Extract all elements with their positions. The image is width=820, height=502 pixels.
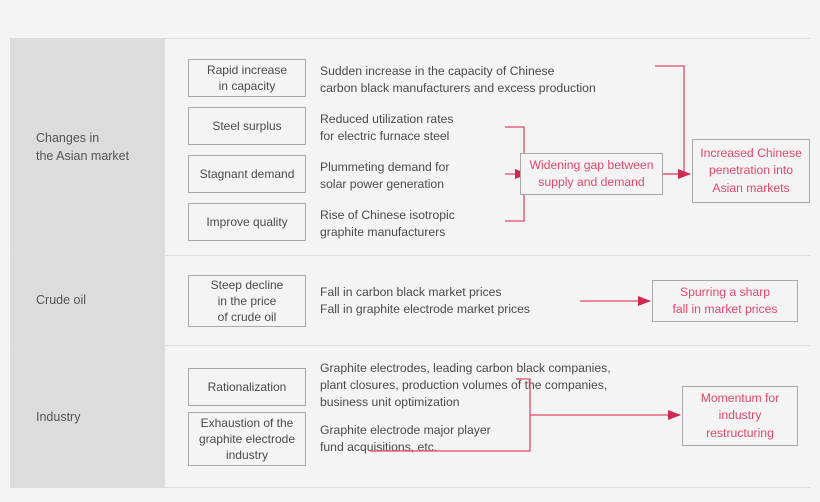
- outcome-box-widening-gap[interactable]: Widening gap between supply and demand: [520, 153, 663, 195]
- factor-box-improve-quality[interactable]: Improve quality: [188, 203, 306, 241]
- factor-box-steel-surplus[interactable]: Steel surplus: [188, 107, 306, 145]
- description-chinese-carbon-black-capacity: Sudden increase in the capacity of Chine…: [320, 64, 596, 95]
- factor-box-stagnant-demand[interactable]: Stagnant demand: [188, 155, 306, 193]
- category-label-crude-oil: Crude oil: [36, 293, 87, 308]
- category-cell-crude-oil: Crude oil: [10, 256, 165, 345]
- description-falling-market-prices: Fall in carbon black market prices Fall …: [320, 285, 530, 316]
- description-chinese-isotropic-graphite: Rise of Chinese isotropic graphite manuf…: [320, 208, 455, 239]
- factor-box-rapid-increase-in-capacity[interactable]: Rapid increase in capacity: [188, 59, 306, 97]
- factor-box-steep-decline-crude-oil-price[interactable]: Steep decline in the price of crude oil: [188, 275, 306, 327]
- category-label-asian-market: Changes in the Asian market: [36, 130, 130, 163]
- outcome-box-increased-chinese-penetration[interactable]: Increased Chinese penetration into Asian…: [692, 139, 810, 203]
- factor-box-exhaustion-graphite-electrode-industry[interactable]: Exhaustion of the graphite electrode ind…: [188, 412, 306, 466]
- description-plant-closures-optimization: Graphite electrodes, leading carbon blac…: [320, 361, 611, 409]
- category-label-industry: Industry: [36, 409, 81, 424]
- category-cell-industry: Industry: [10, 346, 165, 488]
- outcome-box-spurring-sharp-fall[interactable]: Spurring a sharp fall in market prices: [652, 280, 798, 322]
- outcome-box-momentum-industry-restructuring[interactable]: Momentum for industry restructuring: [682, 386, 798, 446]
- diagram-row-crude-oil: Crude oil Steep decline in the price of …: [10, 255, 810, 345]
- category-cell-asian-market: Changes in the Asian market: [10, 39, 165, 255]
- description-electric-furnace-utilization: Reduced utilization rates for electric f…: [320, 112, 454, 143]
- factor-box-rationalization[interactable]: Rationalization: [188, 368, 306, 406]
- diagram-row-industry: Industry Rationalization Exhaustion of t…: [10, 345, 810, 488]
- description-solar-power-demand: Plummeting demand for solar power genera…: [320, 160, 450, 191]
- diagram-row-asian-market: Changes in the Asian market Rapid increa…: [10, 39, 810, 255]
- description-major-player-fund-acquisitions: Graphite electrode major player fund acq…: [320, 423, 491, 454]
- diagram-frame: Changes in the Asian market Rapid increa…: [10, 38, 810, 488]
